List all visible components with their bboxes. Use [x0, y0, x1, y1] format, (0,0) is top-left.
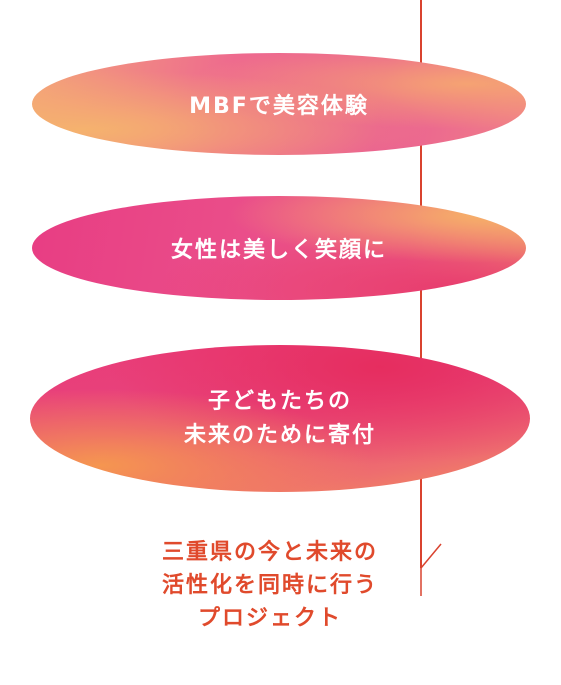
- ellipse-label: 女性は美しく笑顔に: [170, 238, 387, 263]
- summary-line: 三重県の今と未来の: [161, 540, 378, 565]
- ellipse-label-line: 未来のために寄付: [183, 422, 376, 448]
- ellipse-beauty-experience: MBFで美容体験: [32, 53, 526, 155]
- summary-line: 活性化を同時に行う: [161, 573, 378, 598]
- ellipse-smile: 女性は美しく笑顔に: [32, 196, 526, 300]
- ellipse-label: MBFで美容体験: [189, 94, 369, 119]
- ellipse-label-group: 子どもたちの 未来のために寄付: [184, 385, 376, 453]
- ellipse-label-line: 子どもたちの: [207, 388, 352, 414]
- ellipse-donation: 子どもたちの 未来のために寄付: [30, 345, 530, 492]
- summary-line: プロジェクト: [197, 606, 342, 631]
- project-summary: 三重県の今と未来の 活性化を同時に行う プロジェクト: [120, 536, 420, 635]
